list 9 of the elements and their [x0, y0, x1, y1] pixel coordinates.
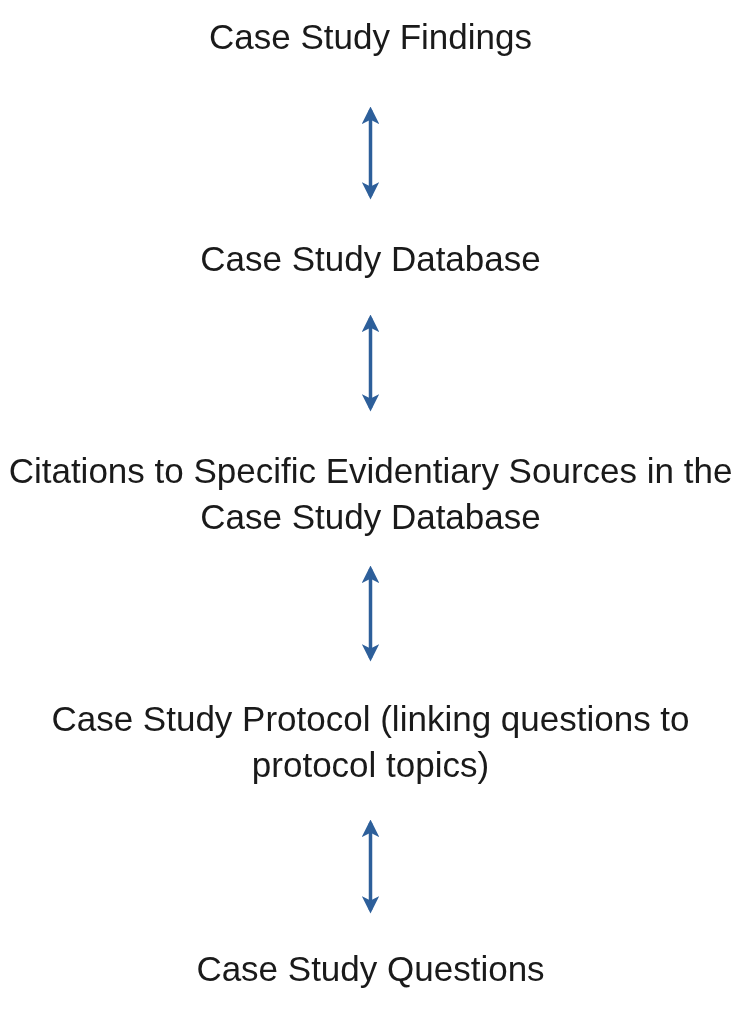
node-label: Case Study Protocol (linking questions to protocol topics) — [50, 698, 691, 786]
double-arrow — [361, 819, 380, 914]
node-label: Case Study Questions — [195, 948, 546, 990]
node-label: Case Study Findings — [208, 16, 533, 58]
double-arrow — [361, 106, 380, 200]
node-label: Case Study Database — [199, 238, 542, 280]
double-arrow — [361, 565, 380, 662]
node-label: Citations to Specific Evidentiary Sources in the Case Study Database — [7, 450, 734, 538]
double-arrow — [361, 314, 380, 412]
